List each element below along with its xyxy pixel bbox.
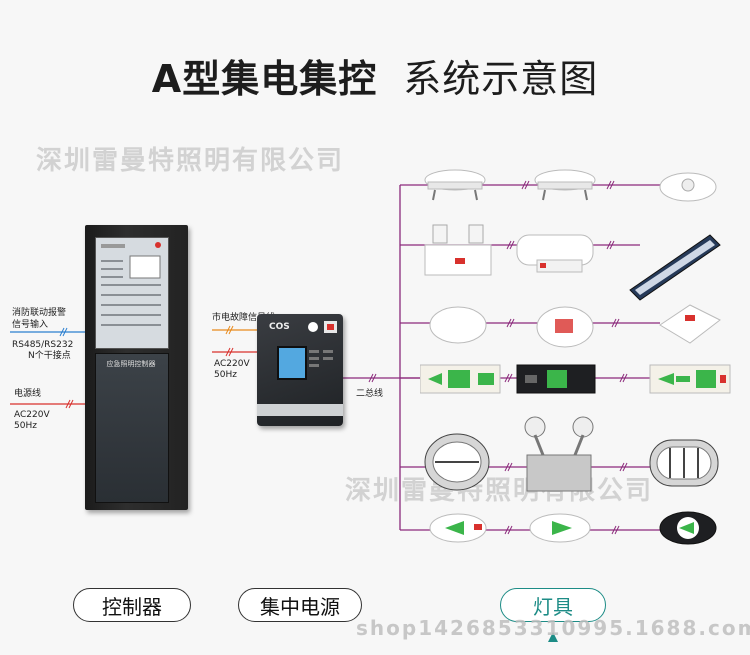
box-badge-icon [308,321,337,333]
downlight-icon [424,169,486,201]
legend-power-supply-button[interactable]: 集中电源 [238,588,362,622]
box-strip [257,404,343,416]
explosion-proof-light-icon [524,416,594,492]
exit-sign-dark-icon [516,364,596,394]
dry-contact-label: N个干接点 [28,351,71,361]
cabinet-panel-icon [101,242,161,326]
exit-sign-left-icon [420,364,501,394]
mains-fault-label: 市电故障信号线 [212,313,276,323]
downlight-icon [534,169,596,201]
controller-cabinet: 应急照明控制器 [85,225,188,510]
box-display [277,346,307,380]
signal-input-label: 信号输入 [12,320,49,330]
title-main: A型集电集控 [151,57,378,101]
round-exit-indicator-icon [529,513,591,543]
watermark-middle: 深圳雷曼特照明有限公司 [345,476,654,506]
box-hz-label: 50Hz [214,370,237,380]
power-label: 电源线 [14,389,42,399]
box-buttons-icon [309,350,333,367]
twin-head-emergency-light-icon [424,224,492,276]
central-power-box: COS [257,314,343,426]
bulkhead-light-icon [424,433,490,491]
legend-lamps-button[interactable]: 灯具 [500,588,606,622]
round-exit-indicator-dark-icon [659,511,717,545]
lamp-grid [420,169,731,545]
active-pointer-icon [548,632,558,642]
title-sub: 系统示意图 [403,57,599,101]
cabinet-door [95,353,169,503]
fire-link-label: 消防联动报警 [12,308,67,318]
oval-bulkhead-light-icon [649,439,719,487]
box-ac-label: AC220V [214,359,250,369]
round-ceiling-light-icon [429,306,487,344]
emergency-module-icon [536,306,594,348]
bus-slash-marks [368,180,628,535]
watermark-shop: shop1426853310995.1688.com [356,616,750,640]
bus-label: 二总线 [356,389,384,399]
controller-hz-label: 50Hz [14,421,37,431]
rs-label: RS485/RS232 [12,340,74,350]
tube-light-icon [629,234,721,301]
round-exit-indicator-icon [429,513,487,543]
watermark-top: 深圳雷曼特照明有限公司 [36,146,345,176]
legend-controller-button[interactable]: 控制器 [73,588,191,622]
emergency-light-icon [516,234,594,273]
cabinet-plate: 应急照明控制器 [106,360,156,368]
exit-sign-arrow-icon [649,364,731,394]
square-ceiling-light-icon [659,304,721,344]
box-brand: COS [269,322,290,332]
cabinet-screen [95,237,169,349]
controller-ac-label: AC220V [14,410,50,420]
page-title: A型集电集控系统示意图 [0,48,750,103]
ceiling-sensor-icon [659,172,717,202]
